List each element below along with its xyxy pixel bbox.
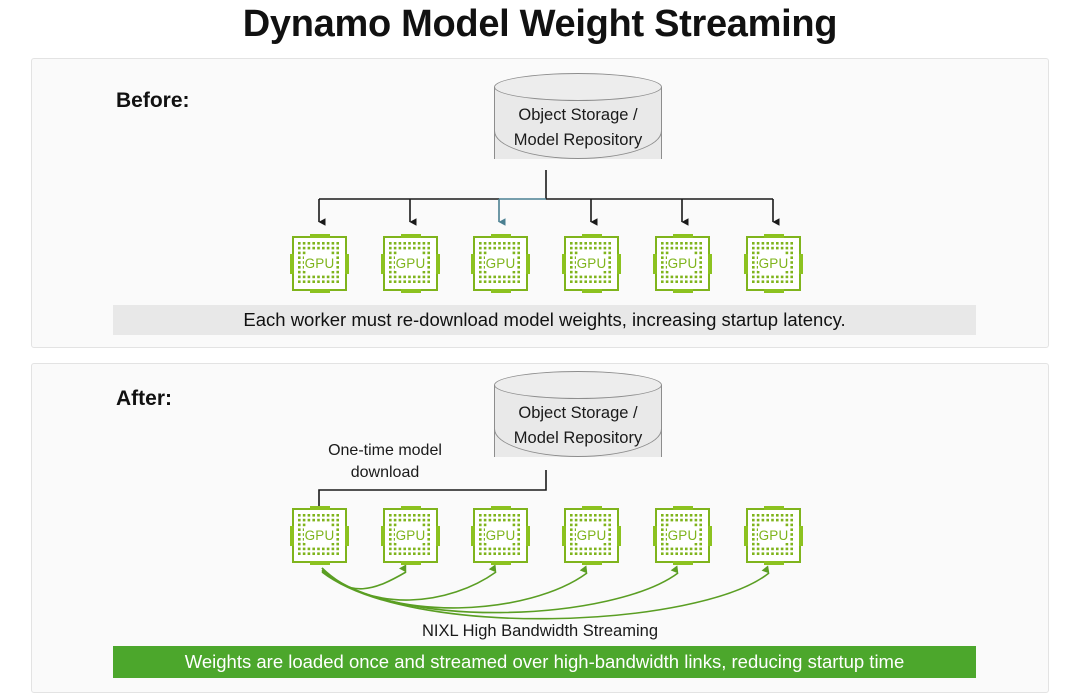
after-label: After: (116, 387, 172, 410)
gpu-tab-bottom (764, 289, 784, 293)
before-gpu-1: GPU (290, 234, 349, 293)
gpu-tab-top (764, 234, 784, 238)
after-gpu-1: GPU (290, 506, 349, 565)
gpu-tab-bottom (310, 561, 330, 565)
gpu-tab-left (653, 526, 657, 546)
gpu-tab-right (708, 526, 712, 546)
cylinder-top (494, 73, 662, 101)
gpu-tab-right (799, 526, 803, 546)
gpu-tab-left (381, 254, 385, 274)
before-gpu-6: GPU (744, 234, 803, 293)
gpu-tab-left (471, 526, 475, 546)
gpu-tab-bottom (582, 289, 602, 293)
gpu-tab-right (708, 254, 712, 274)
before-caption: Each worker must re-download model weigh… (113, 305, 976, 335)
gpu-tab-top (582, 506, 602, 510)
before-label: Before: (116, 89, 190, 112)
gpu-tab-left (653, 254, 657, 274)
gpu-label: GPU (575, 256, 608, 271)
before-gpu-2: GPU (381, 234, 440, 293)
after-gpu-3: GPU (471, 506, 530, 565)
gpu-tab-top (310, 506, 330, 510)
gpu-label: GPU (666, 256, 699, 271)
gpu-tab-left (471, 254, 475, 274)
gpu-tab-right (799, 254, 803, 274)
gpu-label: GPU (484, 528, 517, 543)
page-title: Dynamo Model Weight Streaming (242, 3, 838, 45)
one-time-download-label: One-time model download (310, 440, 460, 484)
before-gpu-4: GPU (562, 234, 621, 293)
gpu-pin-grid-icon (479, 242, 522, 290)
gpu-tab-right (617, 526, 621, 546)
gpu-tab-bottom (582, 561, 602, 565)
gpu-tab-top (401, 506, 421, 510)
gpu-tab-left (290, 526, 294, 546)
cylinder-text: Object Storage / Model Repository (494, 401, 662, 451)
gpu-tab-left (562, 526, 566, 546)
storage-line-1: Object Storage / (518, 404, 638, 422)
gpu-tab-right (526, 254, 530, 274)
gpu-tab-left (744, 254, 748, 274)
before-panel: Before: Object Storage / Model Repositor… (31, 58, 1049, 348)
gpu-tab-right (436, 526, 440, 546)
gpu-label: GPU (303, 256, 336, 271)
gpu-tab-bottom (310, 289, 330, 293)
gpu-tab-top (491, 506, 511, 510)
gpu-tab-top (764, 506, 784, 510)
gpu-label: GPU (575, 528, 608, 543)
storage-line-2: Model Repository (513, 429, 643, 447)
gpu-tab-top (310, 234, 330, 238)
gpu-label: GPU (757, 528, 790, 543)
cylinder-text: Object Storage / Model Repository (494, 103, 662, 153)
gpu-tab-top (673, 234, 693, 238)
cylinder-top (494, 371, 662, 399)
before-gpu-3: GPU (471, 234, 530, 293)
gpu-tab-bottom (401, 289, 421, 293)
gpu-tab-bottom (764, 561, 784, 565)
before-gpu-5: GPU (653, 234, 712, 293)
after-gpu-6: GPU (744, 506, 803, 565)
after-gpu-4: GPU (562, 506, 621, 565)
gpu-label: GPU (666, 528, 699, 543)
gpu-label: GPU (757, 256, 790, 271)
gpu-tab-right (617, 254, 621, 274)
after-panel: After: Object Storage / Model Repository (31, 363, 1049, 693)
gpu-tab-top (491, 234, 511, 238)
gpu-tab-bottom (673, 561, 693, 565)
gpu-tab-right (345, 526, 349, 546)
gpu-tab-left (562, 254, 566, 274)
before-object-storage-cylinder: Object Storage / Model Repository (494, 73, 662, 173)
storage-line-1: Object Storage / (518, 106, 638, 124)
gpu-pin-grid-icon (570, 242, 613, 290)
gpu-tab-left (290, 254, 294, 274)
nixl-streaming-label: NIXL High Bandwidth Streaming (421, 622, 658, 640)
gpu-label: GPU (303, 528, 336, 543)
after-object-storage-cylinder: Object Storage / Model Repository (494, 371, 662, 471)
gpu-tab-left (744, 526, 748, 546)
gpu-tab-bottom (491, 561, 511, 565)
gpu-tab-right (436, 254, 440, 274)
after-caption: Weights are loaded once and streamed ove… (113, 646, 976, 678)
after-gpu-2: GPU (381, 506, 440, 565)
download-line-2: download (350, 464, 420, 481)
gpu-tab-top (582, 234, 602, 238)
after-gpu-5: GPU (653, 506, 712, 565)
gpu-tab-top (673, 506, 693, 510)
gpu-tab-bottom (401, 561, 421, 565)
gpu-label: GPU (394, 528, 427, 543)
gpu-tab-right (345, 254, 349, 274)
gpu-label: GPU (394, 256, 427, 271)
storage-line-2: Model Repository (513, 131, 643, 149)
gpu-tab-bottom (491, 289, 511, 293)
gpu-tab-bottom (673, 289, 693, 293)
gpu-label: GPU (484, 256, 517, 271)
gpu-tab-left (381, 526, 385, 546)
gpu-tab-top (401, 234, 421, 238)
download-line-1: One-time model (328, 442, 442, 459)
gpu-tab-right (526, 526, 530, 546)
